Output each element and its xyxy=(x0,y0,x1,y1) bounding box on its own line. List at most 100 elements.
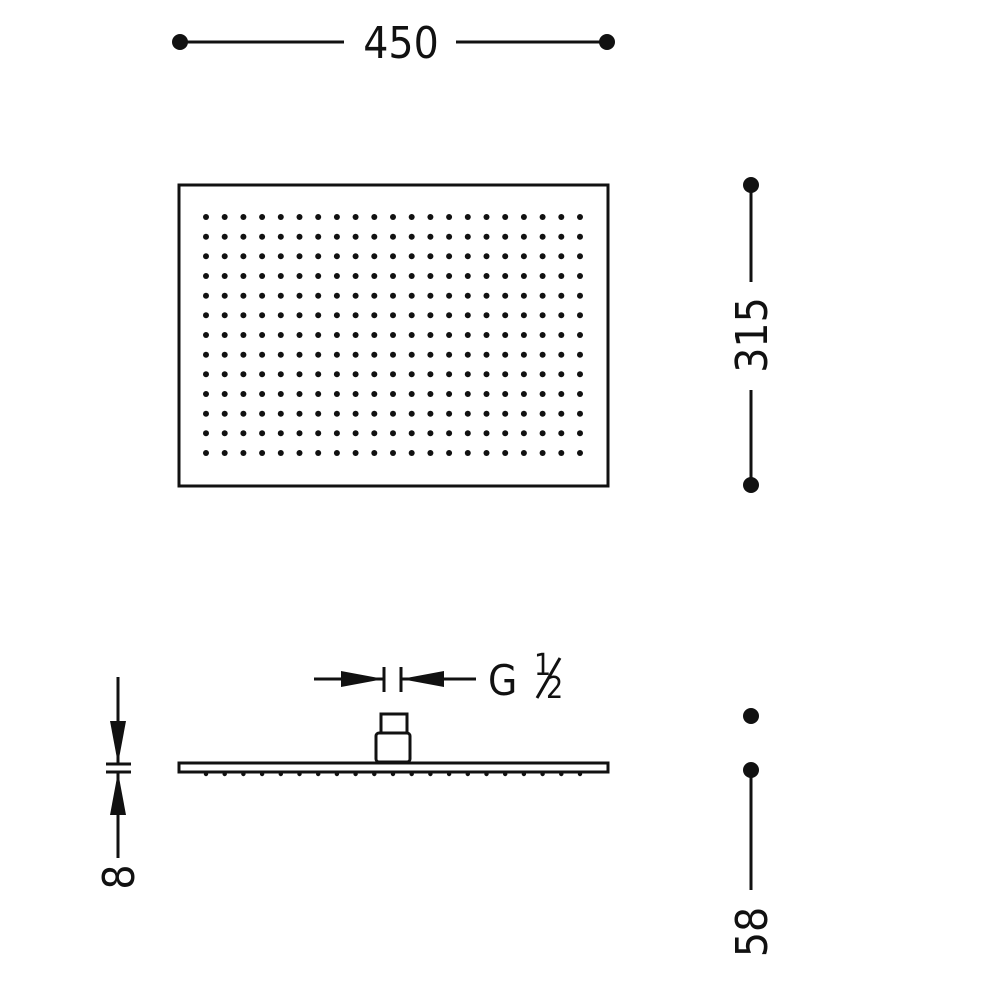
nozzle-dot xyxy=(277,351,284,358)
nozzle-dot xyxy=(427,312,434,319)
nozzle-dot xyxy=(277,430,284,437)
nozzle-dot xyxy=(446,233,453,240)
nozzle-dot xyxy=(352,253,359,260)
nozzle-dot xyxy=(520,253,527,260)
nozzle-dot xyxy=(577,253,583,260)
nozzle-dot xyxy=(240,273,247,279)
thread-dimension: G 1 2 xyxy=(314,648,563,706)
nozzle-dot xyxy=(296,233,303,240)
nozzle-dot xyxy=(240,253,247,260)
thickness-dimension-label: 8 xyxy=(94,864,145,889)
nozzle-dot xyxy=(502,292,509,299)
nozzle-dot xyxy=(221,371,228,378)
nozzle-dot xyxy=(221,391,228,397)
nozzle-dot xyxy=(558,351,565,358)
nozzle-dot xyxy=(520,371,527,378)
nozzle-dot xyxy=(296,312,303,319)
nozzle-dot xyxy=(240,371,247,378)
nozzle-dot xyxy=(333,292,340,299)
nozzle-dot xyxy=(352,351,359,358)
nozzle-dot xyxy=(446,273,453,279)
nozzle-dot xyxy=(333,312,340,319)
nozzle-dot xyxy=(203,214,209,220)
nozzle-dot xyxy=(259,312,266,319)
nozzle-dot xyxy=(371,410,378,417)
nozzle-dot xyxy=(240,391,247,397)
nozzle-dot xyxy=(408,430,415,437)
nozzle-dot xyxy=(520,391,527,397)
nozzle-dot xyxy=(221,253,228,260)
nozzle-dot xyxy=(259,430,266,437)
nozzle-dot xyxy=(464,410,471,417)
nozzle-dot xyxy=(203,292,209,299)
nozzle-dot xyxy=(408,312,415,319)
nozzle-dot xyxy=(240,450,247,456)
nozzle-dot xyxy=(315,233,322,240)
nozzle-dot xyxy=(259,391,266,397)
nozzle-dot xyxy=(483,410,490,417)
nozzle-dot xyxy=(577,214,583,220)
nozzle-dot xyxy=(520,214,527,220)
nozzle-dot xyxy=(333,450,340,456)
nozzle-dot xyxy=(408,450,415,456)
nozzle-dot xyxy=(539,371,546,378)
nozzle-dot xyxy=(371,312,378,319)
nozzle-dot xyxy=(315,450,322,456)
side-nozzle-dot xyxy=(540,771,545,777)
nozzle-dot xyxy=(296,273,303,279)
nozzle-dot xyxy=(371,214,378,220)
nozzle-dot xyxy=(427,391,434,397)
nozzle-dot xyxy=(315,214,322,220)
nozzle-dot xyxy=(240,214,247,220)
nozzle-dot xyxy=(483,253,490,260)
nozzle-dot xyxy=(352,450,359,456)
nozzle-dot xyxy=(558,312,565,319)
nozzle-dot xyxy=(464,351,471,358)
nozzle-dot xyxy=(371,351,378,358)
nozzle-dot xyxy=(483,391,490,397)
nozzle-dot xyxy=(296,332,303,338)
nozzle-dot xyxy=(390,430,396,437)
nozzle-dot xyxy=(577,273,583,279)
nozzle-dot xyxy=(558,214,565,220)
nozzle-dot xyxy=(558,253,565,260)
nozzle-dot xyxy=(240,312,247,319)
thread-fraction-slash xyxy=(535,657,562,699)
nozzle-dot xyxy=(539,253,546,260)
shower-plate-outline xyxy=(177,183,610,488)
nozzle-dot xyxy=(446,292,453,299)
nozzle-dot xyxy=(315,391,322,397)
nozzle-dot xyxy=(464,391,471,397)
nozzle-dot xyxy=(446,410,453,417)
nozzle-dot xyxy=(259,292,266,299)
side-nozzle-dot xyxy=(428,771,433,777)
nozzle-dot xyxy=(333,233,340,240)
nozzle-dot xyxy=(277,450,284,456)
nozzle-dot xyxy=(408,292,415,299)
nozzle-dot xyxy=(483,450,490,456)
side-nozzle-dot xyxy=(316,771,321,777)
nozzle-dot xyxy=(203,253,209,260)
nozzle-dot xyxy=(240,351,247,358)
nozzle-grid xyxy=(203,214,583,456)
nozzle-dot xyxy=(577,233,583,240)
nozzle-dot xyxy=(539,332,546,338)
nozzle-dot xyxy=(221,233,228,240)
nozzle-dot xyxy=(577,450,583,456)
nozzle-dot xyxy=(577,351,583,358)
nozzle-dot xyxy=(296,430,303,437)
side-nozzle-dot xyxy=(409,771,414,777)
nozzle-dot xyxy=(464,450,471,456)
nozzle-dot xyxy=(203,351,209,358)
nozzle-dot xyxy=(259,371,266,378)
nozzle-dot xyxy=(315,332,322,338)
nozzle-dot xyxy=(483,351,490,358)
nozzle-dot xyxy=(446,430,453,437)
nozzle-dot xyxy=(352,332,359,338)
nozzle-dot xyxy=(371,332,378,338)
nozzle-dot xyxy=(408,253,415,260)
nozzle-dot xyxy=(240,410,247,417)
nozzle-dot xyxy=(203,233,209,240)
nozzle-dot xyxy=(277,214,284,220)
thread-dim-left-arrow xyxy=(341,671,384,687)
